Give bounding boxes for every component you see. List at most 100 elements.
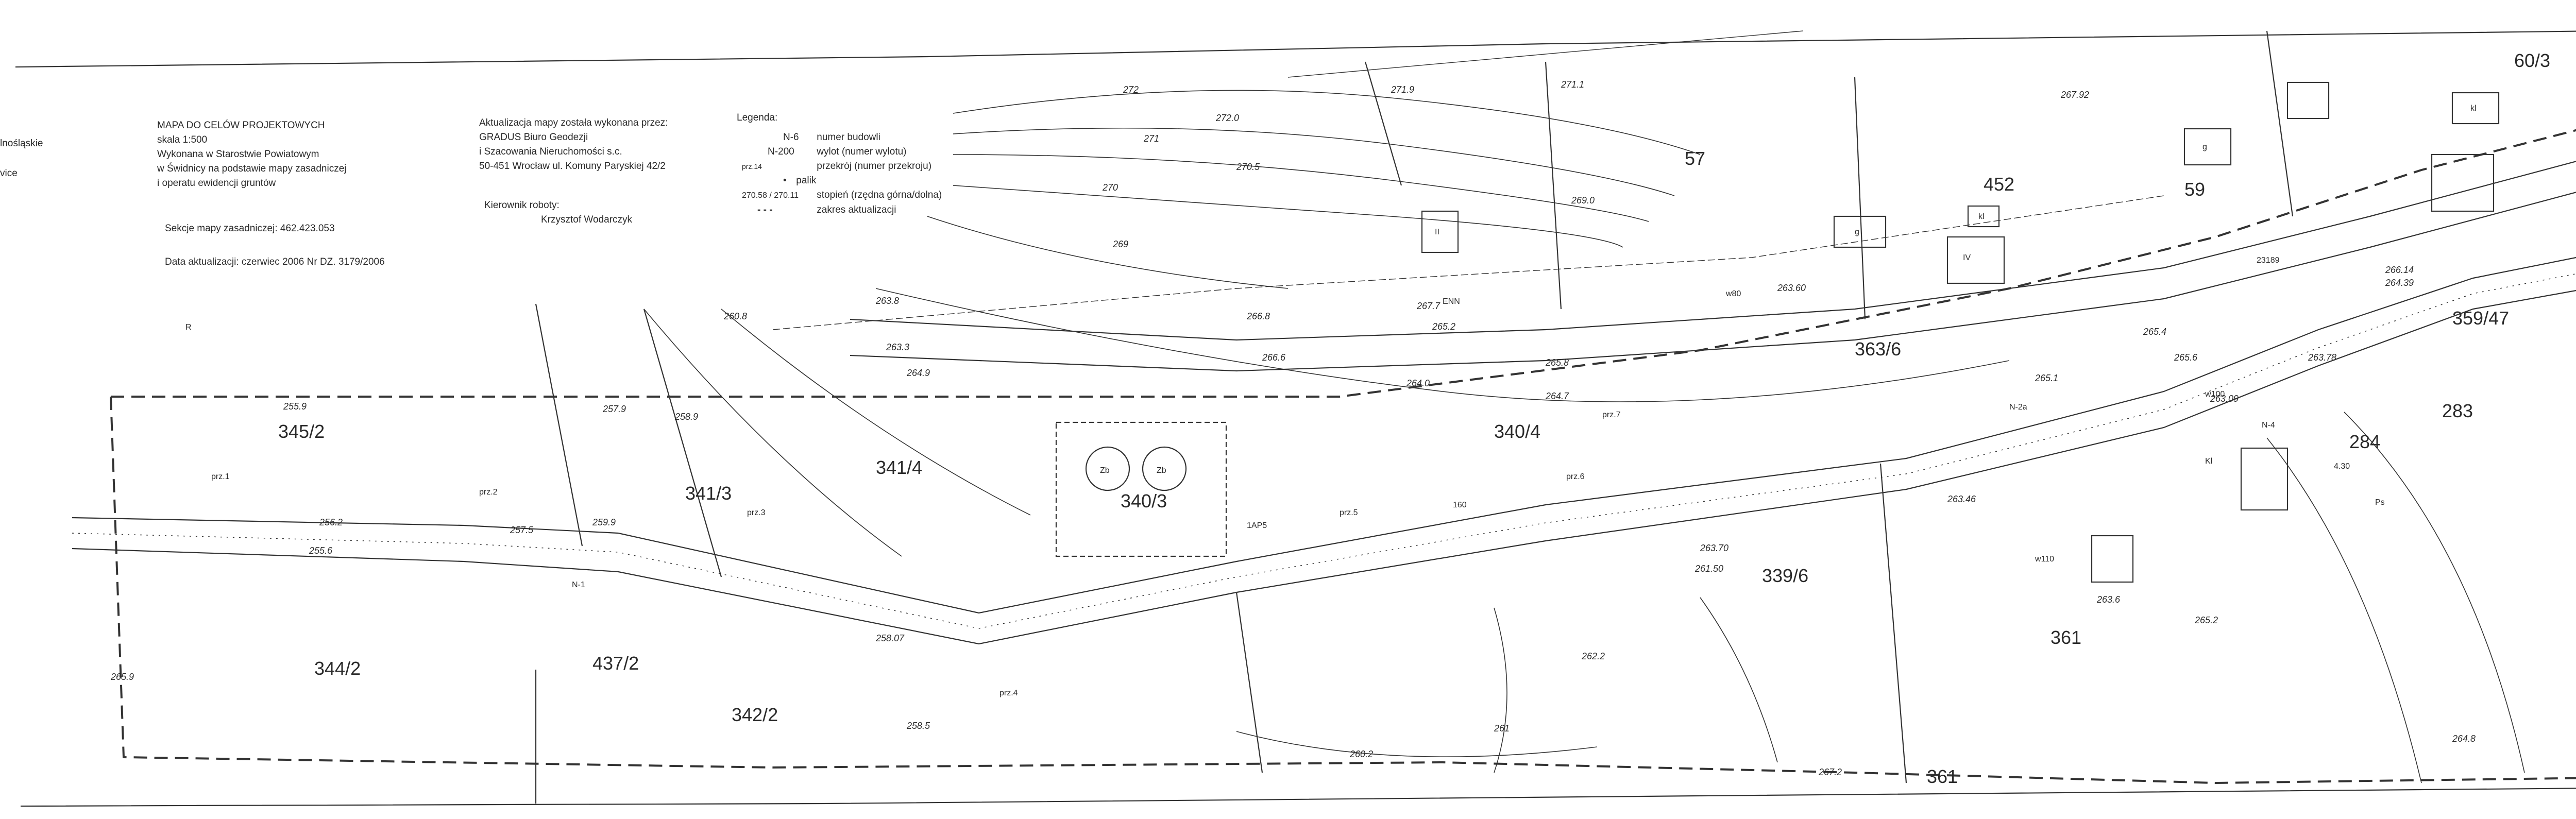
- title-line: Wykonana w Starostwie Powiatowym: [157, 149, 319, 160]
- parcel-label: 344/2: [314, 658, 361, 679]
- utility-label: w110: [2035, 555, 2054, 564]
- building-class-label: II: [1435, 228, 1439, 236]
- elevation-label: 267.92: [2060, 90, 2089, 100]
- legend-symbol: 270.58 / 270.11: [742, 191, 799, 200]
- land-class-label: Ps: [2375, 498, 2385, 507]
- manager-block: Kierownik roboty: Krzysztof Wodarczyk: [484, 198, 632, 227]
- elevation-label: 271.9: [1391, 84, 1414, 95]
- cross-section-label: prz.4: [999, 689, 1018, 697]
- tank-label: Zb: [1100, 466, 1110, 475]
- elevation-label: 267.7: [1416, 301, 1440, 311]
- legend-text: zakres aktualizacji: [817, 204, 896, 215]
- contour-262: [1700, 597, 1778, 763]
- utility-label: 160: [1453, 501, 1467, 509]
- contour-263: [643, 309, 902, 557]
- cross-section-label: prz.1: [211, 472, 230, 481]
- survey-point-label: 23189: [2257, 256, 2280, 265]
- parcel-label: 283: [2442, 400, 2473, 421]
- structure-number-label: N-2a: [2009, 403, 2027, 412]
- legend-item: • palik: [783, 174, 942, 188]
- legend: Legenda: N-6 numer budowli N-200 wylot (…: [737, 111, 942, 217]
- parcel-label: 60/3: [2514, 50, 2550, 71]
- utility-label: w80: [1725, 289, 1741, 298]
- elevation-label: 269.0: [1571, 195, 1595, 206]
- update-line: Aktualizacja mapy została wykonana przez…: [479, 117, 668, 128]
- building-9: [2431, 153, 2495, 212]
- elevation-label: 263.70: [1700, 543, 1728, 553]
- date-line: Data aktualizacji: czerwiec 2006 Nr DZ. …: [165, 257, 385, 267]
- contour-268: [927, 216, 1289, 289]
- building-iv: [1946, 236, 2005, 284]
- contour-east: [2266, 437, 2422, 783]
- elevation-label: 269: [1112, 239, 1128, 249]
- elevation-label: 258.9: [674, 412, 698, 422]
- sheet-top-border: [15, 30, 2576, 68]
- parcel-label: 345/2: [278, 421, 325, 442]
- elevation-label: 262.2: [1581, 651, 1605, 661]
- tank-zb-2: [1142, 446, 1187, 491]
- legend-symbol: N-200: [768, 146, 794, 157]
- parcel-label: 284: [2349, 431, 2380, 452]
- parcel-label: 341/4: [876, 457, 922, 478]
- building-g-3: [2286, 81, 2330, 120]
- utility-label: w100: [2205, 390, 2225, 399]
- survey-point-label: 4.30: [2334, 462, 2350, 471]
- parcel-label: 359/47: [2452, 308, 2509, 329]
- elevation-label: 260.2: [1349, 749, 1373, 759]
- legend-item: N-200 wylot (numer wylotu): [768, 145, 942, 159]
- elevation-label: 261.50: [1694, 564, 1723, 574]
- elevation-label: 264.7: [1545, 391, 1569, 401]
- river-bank-lower: [72, 289, 2576, 645]
- structure-number-label: N-4: [2262, 421, 2275, 430]
- structure-number-label: N-1: [572, 581, 585, 589]
- cross-section-label: prz.2: [479, 488, 498, 497]
- update-line: i Szacowania Nieruchomości s.c.: [479, 146, 622, 157]
- parcel-line-g: [1879, 463, 1907, 783]
- fence-line: [772, 195, 2164, 330]
- building-59: [2091, 535, 2134, 583]
- elevation-label: 266.14: [2385, 265, 2414, 275]
- elevation-label: 256.2: [319, 517, 343, 527]
- contour-260: [1236, 731, 1598, 758]
- map-scale: skala 1:500: [157, 134, 208, 145]
- parcel-label: 452: [1984, 174, 2014, 195]
- structure-number-label: 1AP5: [1247, 521, 1267, 530]
- elevation-label: 264.8: [2452, 733, 2476, 744]
- elevation-label: 266.6: [1262, 352, 1286, 363]
- elevation-label: 257.5: [510, 525, 534, 535]
- elevation-label: 263.46: [1947, 494, 1976, 504]
- tank-zb-1: [1085, 446, 1130, 491]
- elevation-label: 255.9: [283, 401, 307, 412]
- contour-east-2: [2344, 412, 2525, 773]
- contour-272: [953, 90, 1701, 155]
- title-block: MAPA DO CELÓW PROJEKTOWYCH skala 1:500 W…: [157, 118, 347, 191]
- building-g-2: [2183, 128, 2232, 166]
- manager-name: Krzysztof Wodarczyk: [541, 214, 633, 225]
- contour-265: [875, 288, 2010, 402]
- legend-item: - - - zakres aktualizacji: [757, 203, 942, 217]
- legend-text: przekrój (numer przekroju): [817, 161, 932, 172]
- elevation-label: 261: [1494, 723, 1510, 733]
- update-address: 50-451 Wrocław ul. Komuny Paryskiej 42/2: [479, 161, 666, 172]
- legend-text: stopień (rzędna górna/dolna): [817, 190, 942, 200]
- parcel-line-d: [1545, 61, 1562, 310]
- elevation-label: 270.5: [1236, 162, 1260, 172]
- region-line: vice: [0, 168, 18, 179]
- parcel-label: 361: [2050, 627, 2081, 648]
- sheet-bottom-border: [20, 788, 2576, 807]
- elevation-label: 263.8: [875, 296, 899, 306]
- utility-label: ENN: [1443, 297, 1460, 306]
- map-title: MAPA DO CELÓW PROJEKTOWYCH: [157, 120, 325, 131]
- update-block: Aktualizacja mapy została wykonana przez…: [479, 116, 668, 174]
- contour-264: [721, 309, 1031, 516]
- building-use-label: kl: [2470, 104, 2477, 113]
- contour-271: [953, 127, 1675, 196]
- elevation-label: 265.6: [2174, 352, 2198, 363]
- river-bank-upper: [72, 257, 2576, 614]
- legend-symbol: •: [783, 175, 787, 186]
- parcel-label: 340/3: [1121, 490, 1167, 511]
- elevation-label: 255.6: [309, 545, 333, 556]
- parcel-label: 339/6: [1762, 565, 1808, 586]
- elevation-label: 258.07: [875, 633, 905, 643]
